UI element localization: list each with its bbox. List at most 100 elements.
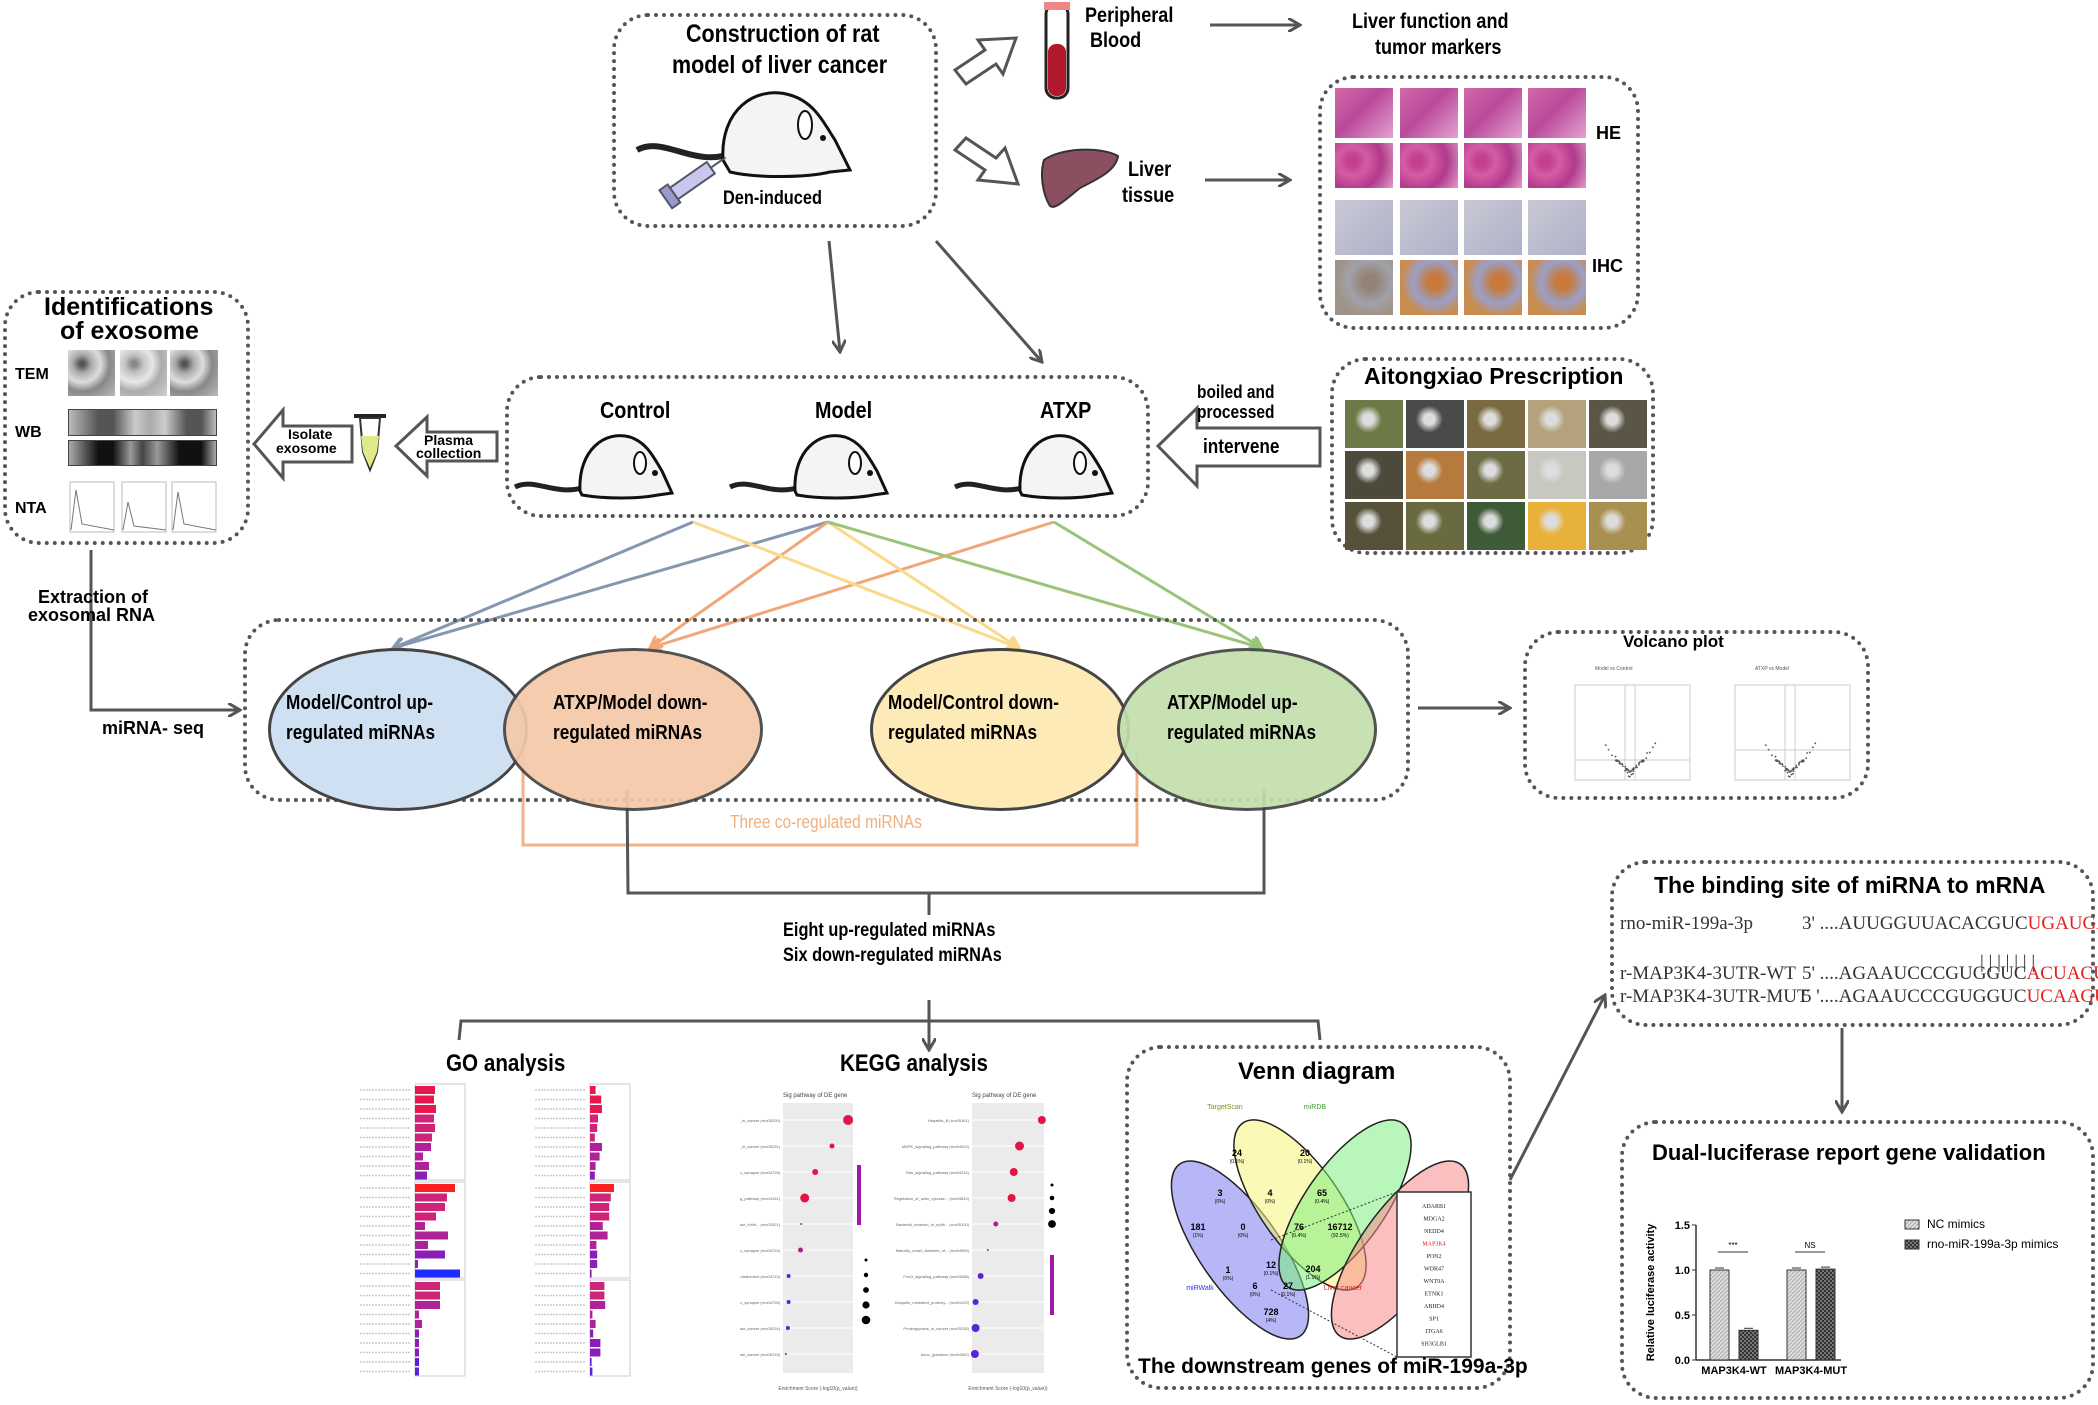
significance-label: *** (1728, 1241, 1737, 1250)
venn-region-pct: (0.1%) (1298, 1159, 1313, 1165)
venn-set-label: Liver cancer (1324, 1285, 1363, 1292)
venn-region-count: 1 (1225, 1265, 1230, 1275)
gene-name: MDGA2 (1423, 1217, 1444, 1223)
sequence: 5' ....AGAAUCCCGUGGUCACUACUGU... 3' (1802, 963, 2098, 985)
blood-tube-icon (1044, 2, 1070, 100)
rat-icon (635, 91, 853, 178)
kegg-term-label: FoxO_signaling_pathway (rno04068) (903, 1274, 969, 1279)
construction-title-line1: Construction of rat (686, 20, 880, 48)
analysis-bracket (457, 1019, 1322, 1041)
herb-image (1528, 400, 1586, 448)
go-bar (415, 1329, 419, 1338)
kegg-term-label: Maturity_onset_diabetes_of... (rno04950) (896, 1248, 970, 1253)
wb-blot (68, 409, 217, 436)
significance-label: NS (1804, 1241, 1815, 1250)
kegg-point (786, 1274, 791, 1278)
intervene-label: intervene (1203, 436, 1280, 458)
go-bar (415, 1133, 432, 1142)
liver-label-line2: tissue (1122, 184, 1175, 207)
gene-name: NEDD4 (1424, 1229, 1444, 1235)
venn-region-pct: (0%) (1250, 1292, 1261, 1298)
venn-region-pct: (0%) (1238, 1233, 1249, 1239)
rat-icon (513, 434, 675, 500)
volcano-plot-title: ATXP vs Model (1755, 666, 1789, 672)
herb-image (1467, 502, 1525, 550)
kegg-chart: Sig pathway of DE genePathways_in_cancer… (740, 1093, 1056, 1392)
legend-label: rno-miR-199a-3p mimics (1927, 1237, 2058, 1251)
venn-region-pct: (0.4%) (1292, 1233, 1307, 1239)
construction-panel (612, 13, 938, 228)
arrow-venn-to-binding (1508, 995, 1605, 1181)
binding-panel (1610, 860, 2095, 1027)
gene-name: ETNK1 (1425, 1292, 1444, 1298)
sequence-name: r-MAP3K4-3UTR-MUT (1620, 986, 1809, 1007)
ihc-detail-image (1528, 260, 1586, 315)
extraction-label-line2: exosomal RNA (28, 605, 156, 625)
summary-line1: Eight up-regulated miRNAs (783, 920, 996, 941)
go-bar (415, 1260, 418, 1268)
herb-image (1406, 400, 1464, 448)
liver-icon (1041, 148, 1120, 208)
isolate-label-line1: Isolate (288, 426, 333, 442)
go-bar (590, 1231, 608, 1240)
kegg-point (971, 1324, 980, 1332)
kegg-point (970, 1350, 979, 1358)
herb-image (1345, 400, 1403, 448)
venn-region-pct: (1%) (1193, 1233, 1204, 1239)
kegg-term-label: Prostate_cancer (rno05215) (740, 1352, 781, 1357)
hollow-arrow-isolate (252, 405, 354, 483)
bar-nc (1786, 1269, 1807, 1361)
y-tick-label: 0.0 (1675, 1355, 1690, 1367)
kegg-title: KEGG analysis (840, 1050, 988, 1077)
he-detail-image (1464, 143, 1522, 188)
sequence-prefix: 5' ....AGAAUCCCGUGGUC (1802, 963, 2027, 984)
gene-name: ITGA6 (1425, 1329, 1442, 1335)
tem-image (68, 350, 115, 396)
go-bar (590, 1212, 610, 1221)
kegg-term-label: Glutamatergic_synapse (rno04724) (740, 1248, 781, 1253)
go-bar (590, 1320, 596, 1328)
wb-label: WB (15, 424, 42, 441)
mirna-set-ellipse (503, 648, 763, 811)
venn-region-pct: (0.1%) (1281, 1292, 1296, 1298)
mirna-set-label-line1: ATXP/Model up- (1167, 692, 1298, 714)
go-bar (590, 1291, 605, 1300)
rat-icon (728, 434, 890, 500)
volcano-panel (1523, 630, 1870, 800)
herb-image (1467, 400, 1525, 448)
venn-region-pct: (4%) (1266, 1318, 1277, 1324)
go-bar (590, 1260, 598, 1268)
venn-region-pct: (0.4%) (1315, 1199, 1330, 1205)
mirna-set-label-line2: regulated miRNAs (1167, 722, 1317, 744)
kegg-xlabel: Enrichment Score (-log10(p_value)) (778, 1386, 858, 1392)
go-bar (415, 1348, 419, 1357)
exosome-title-line1: Identifications (44, 293, 214, 321)
ihc-overview-image (1528, 200, 1586, 255)
he-detail-image (1400, 143, 1458, 188)
mirna-set-ellipse (1117, 648, 1377, 811)
go-bar (415, 1184, 455, 1192)
bar-mimics (1815, 1268, 1836, 1361)
y-tick-label: 1.0 (1675, 1265, 1690, 1277)
he-overview-image (1335, 88, 1393, 138)
go-bar (590, 1143, 602, 1151)
gene-name: ABHD4 (1424, 1304, 1444, 1310)
go-bar (590, 1086, 596, 1094)
tem-image (120, 350, 167, 396)
venn-region-count: 16712 (1327, 1222, 1352, 1232)
eppendorf-tube-icon (354, 414, 386, 473)
groups-panel (505, 375, 1150, 518)
venn-region-count: 65 (1317, 1188, 1327, 1198)
herb-image (1589, 451, 1647, 499)
mirna-set-ellipse (870, 648, 1130, 811)
arrow-construction-to-groups-1 (827, 240, 840, 352)
go-bar (415, 1291, 440, 1300)
prescription-panel (1330, 357, 1655, 555)
go-bar (415, 1193, 447, 1202)
kegg-term-label: Ras_signaling_pathway (rno04014) (906, 1170, 970, 1175)
prescription-title: Aitongxiao Prescription (1364, 363, 1624, 389)
luciferase-panel (1620, 1120, 2095, 1400)
